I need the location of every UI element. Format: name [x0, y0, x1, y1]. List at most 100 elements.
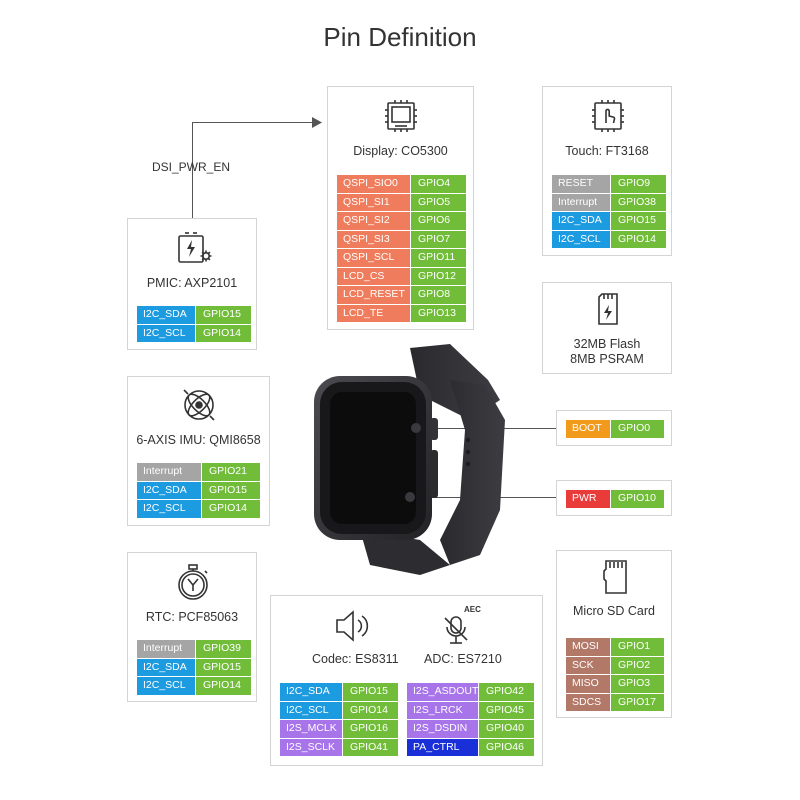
gpio-value: GPIO15 [611, 212, 666, 230]
pin-name: SCK [566, 656, 610, 674]
pin-name: MISO [566, 675, 610, 693]
flash-card: 32MB Flash 8MB PSRAM [542, 282, 672, 374]
pin-name: RESET [552, 175, 610, 193]
gpio-value: GPIO2 [611, 656, 664, 674]
gpio-value: GPIO17 [611, 693, 664, 711]
pin-name: I2C_SDA [137, 306, 195, 324]
gpio-value: GPIO5 [411, 193, 466, 211]
pin-name: I2S_LRCK [407, 701, 478, 719]
pin-name: QSPI_SI1 [337, 193, 410, 211]
gpio-value: GPIO15 [196, 658, 251, 676]
gpio-value: GPIO14 [196, 677, 251, 695]
touch-chip-icon [592, 100, 624, 132]
gpio-value: GPIO0 [611, 420, 664, 438]
pin-name: Interrupt [137, 640, 195, 658]
pin-name: I2C_SCL [137, 500, 201, 518]
pin-name: I2C_SDA [137, 658, 195, 676]
speaker-icon [336, 610, 369, 642]
pin-name: QSPI_SCL [337, 249, 410, 267]
pin-name: I2C_SDA [552, 212, 610, 230]
gpio-value: GPIO3 [611, 675, 664, 693]
gpio-value: GPIO12 [411, 267, 466, 285]
gpio-value: GPIO39 [196, 640, 251, 658]
microphone-aec-icon [444, 616, 468, 644]
pin-name: Interrupt [552, 193, 610, 211]
pin-name: I2S_ASDOUT [407, 683, 478, 701]
display-caption: Display: CO5300 [353, 144, 448, 158]
pmic-caption: PMIC: AXP2101 [146, 276, 238, 290]
gpio-value: GPIO8 [411, 286, 466, 304]
gpio-value: GPIO9 [611, 175, 666, 193]
pin-name: I2C_SDA [137, 481, 201, 499]
dsi-connector-vertical [192, 122, 193, 218]
pin-name: SDCS [566, 693, 610, 711]
gpio-value: GPIO15 [196, 306, 251, 324]
gpio-value: GPIO11 [411, 249, 466, 267]
gpio-value: GPIO16 [343, 720, 398, 738]
pin-name: BOOT [566, 420, 610, 438]
gpio-value: GPIO45 [479, 701, 534, 719]
page-title: Pin Definition [323, 22, 477, 52]
gpio-value: GPIO21 [202, 463, 260, 481]
gpio-value: GPIO46 [479, 738, 534, 756]
touch-caption: Touch: FT3168 [565, 144, 649, 158]
flash-caption-line2: 8MB PSRAM [570, 352, 644, 366]
gpio-value: GPIO15 [343, 683, 398, 701]
pin-name: PA_CTRL [407, 738, 478, 756]
gpio-value: GPIO1 [611, 638, 664, 656]
pin-name: I2S_DSDIN [407, 720, 478, 738]
dsi-connector-horizontal [192, 122, 314, 123]
dsi-pwr-en-label: DSI_PWR_EN [152, 160, 231, 174]
smartwatch-image [314, 344, 505, 575]
pin-name: I2S_SCLK [280, 738, 342, 756]
pin-name: LCD_CS [337, 267, 410, 285]
codec-caption: Codec: ES8311 [312, 652, 399, 666]
pin-name: I2C_SCL [137, 324, 195, 342]
battery-gear-icon [178, 232, 212, 263]
gpio-value: GPIO40 [479, 720, 534, 738]
gpio-value: GPIO10 [611, 490, 664, 508]
gpio-value: GPIO14 [343, 701, 398, 719]
sd-flash-icon [598, 293, 618, 325]
gpio-value: GPIO14 [202, 500, 260, 518]
pin-name: I2C_SCL [552, 230, 610, 248]
rtc-caption: RTC: PCF85063 [145, 610, 239, 624]
pin-name: I2C_SCL [137, 677, 195, 695]
flash-caption-line1: 32MB Flash [573, 337, 641, 351]
